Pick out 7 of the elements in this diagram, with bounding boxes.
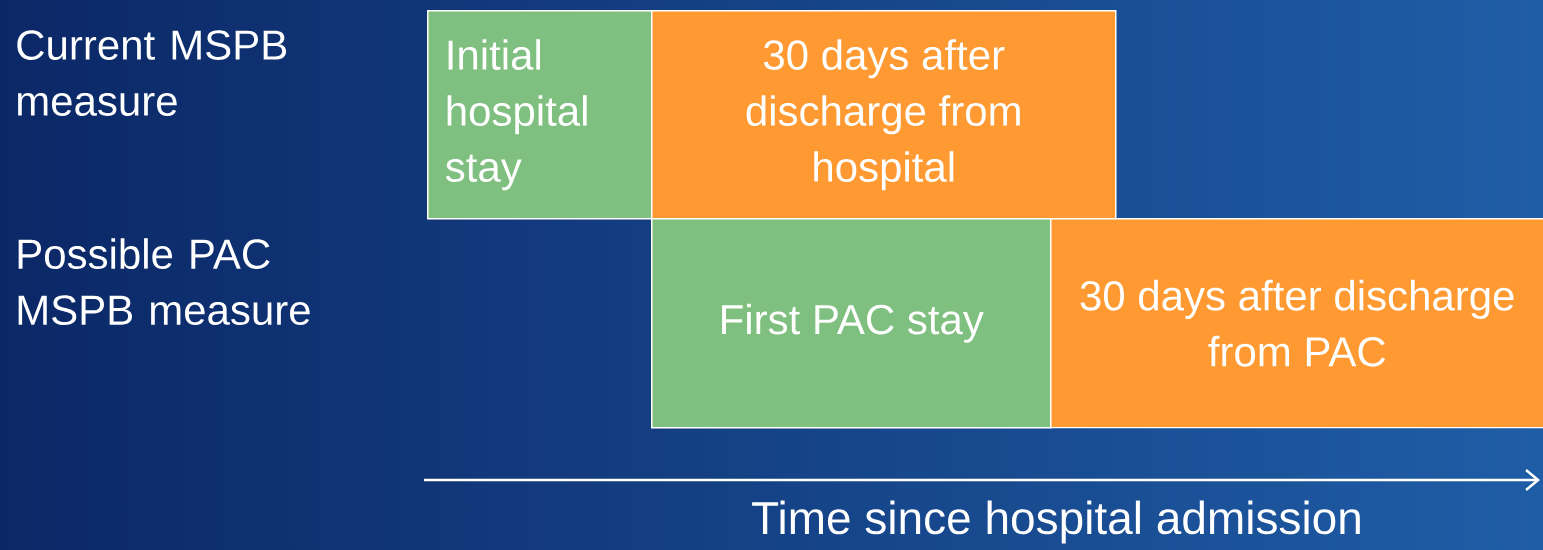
timeline-box: First PAC stay [651, 218, 1052, 429]
axis-label: Time since hospital admission [752, 500, 1360, 544]
timeline-box: 30 days after discharge from PAC [1050, 218, 1543, 429]
timeline-box: 30 days after discharge from hospital [651, 10, 1117, 220]
row-label: Current MSPB measure [17, 30, 287, 116]
row-label: Possible PAC MSPB measure [18, 238, 310, 326]
timeline-box: Initial hospital stay [427, 10, 653, 220]
